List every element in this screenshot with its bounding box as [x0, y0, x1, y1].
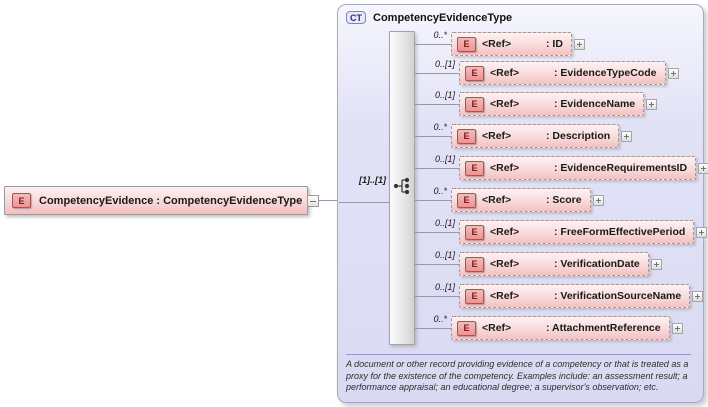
- ref-label: <Ref>: [490, 162, 520, 174]
- connector-line: [415, 328, 451, 329]
- connector-line: [415, 200, 451, 201]
- child-element-row: E <Ref> : AttachmentReference: [451, 316, 683, 340]
- plus-icon[interactable]: [650, 258, 662, 270]
- connector-line: [415, 264, 459, 265]
- element-badge-icon: E: [465, 160, 484, 176]
- cardinality-label: 0..*: [433, 314, 447, 324]
- element-box[interactable]: E <Ref> : FreeFormEffectivePeriod: [459, 220, 695, 244]
- child-element-row: E <Ref> : FreeFormEffectivePeriod: [459, 220, 708, 244]
- child-element-row: E <Ref> : VerificationDate: [459, 252, 662, 276]
- ref-label: <Ref>: [490, 67, 520, 79]
- element-badge-icon: E: [465, 256, 484, 272]
- ref-label: <Ref>: [482, 130, 512, 142]
- element-badge-icon: E: [12, 193, 31, 208]
- plus-icon[interactable]: [692, 290, 704, 302]
- element-badge-icon: E: [457, 128, 476, 144]
- child-element-row: E <Ref> : EvidenceTypeCode: [459, 61, 679, 85]
- element-badge-icon: E: [457, 36, 476, 52]
- element-badge-icon: E: [465, 288, 484, 304]
- ref-label: <Ref>: [490, 290, 520, 302]
- connector-line: [415, 232, 459, 233]
- ref-label: <Ref>: [482, 38, 512, 50]
- panel-header: CT CompetencyEvidenceType: [346, 11, 512, 24]
- element-box[interactable]: E <Ref> : ID: [451, 32, 572, 56]
- root-element-box[interactable]: E CompetencyEvidence : CompetencyEvidenc…: [4, 186, 308, 215]
- plus-icon[interactable]: [573, 38, 585, 50]
- element-box[interactable]: E <Ref> : Description: [451, 124, 620, 148]
- complex-type-panel: CT CompetencyEvidenceType [1]..[1] 0..* E…: [337, 4, 708, 403]
- child-element-row: E <Ref> : Score: [451, 188, 604, 212]
- root-element-label: CompetencyEvidence : CompetencyEvidenceT…: [39, 194, 303, 207]
- child-element-row: E <Ref> : EvidenceRequirementsID: [459, 156, 708, 180]
- plus-icon[interactable]: [621, 130, 633, 142]
- type-label: : VerificationDate: [554, 258, 640, 270]
- connector-line: [415, 136, 451, 137]
- cardinality-label: 0..[1]: [434, 154, 455, 164]
- cardinality-label: 0..[1]: [434, 250, 455, 260]
- element-box[interactable]: E <Ref> : VerificationDate: [459, 252, 649, 276]
- element-badge-icon: E: [465, 96, 484, 112]
- ref-label: <Ref>: [490, 226, 520, 238]
- type-label: : Score: [546, 194, 582, 206]
- ref-label: <Ref>: [490, 258, 520, 270]
- complex-type-badge-icon: CT: [346, 11, 366, 24]
- type-label: : EvidenceTypeCode: [554, 67, 657, 79]
- sequence-bar[interactable]: [389, 31, 415, 345]
- child-element-row: E <Ref> : EvidenceName: [459, 92, 658, 116]
- element-badge-icon: E: [457, 192, 476, 208]
- connector-line: [415, 168, 459, 169]
- type-label: : ID: [546, 38, 563, 50]
- plus-icon[interactable]: [671, 322, 683, 334]
- connector-line: [339, 202, 389, 203]
- ref-label: <Ref>: [482, 194, 512, 206]
- plus-icon[interactable]: [592, 194, 604, 206]
- connector-line: [319, 200, 337, 201]
- cardinality-label: 0..*: [433, 122, 447, 132]
- collapse-minus-icon[interactable]: [307, 195, 319, 207]
- element-box[interactable]: E <Ref> : EvidenceTypeCode: [459, 61, 666, 85]
- plus-icon[interactable]: [698, 162, 708, 174]
- cardinality-label: 0..*: [433, 186, 447, 196]
- cardinality-label: 0..[1]: [434, 282, 455, 292]
- annotation-text: A document or other record providing evi…: [346, 359, 689, 392]
- plus-icon[interactable]: [667, 67, 679, 79]
- connector-line: [415, 73, 459, 74]
- element-badge-icon: E: [465, 65, 484, 81]
- type-label: : EvidenceName: [554, 98, 636, 110]
- element-box[interactable]: E <Ref> : VerificationSourceName: [459, 284, 691, 308]
- type-label: : Description: [546, 130, 611, 142]
- plus-icon[interactable]: [646, 98, 658, 110]
- ref-label: <Ref>: [490, 98, 520, 110]
- element-box[interactable]: E <Ref> : EvidenceName: [459, 92, 645, 116]
- ref-label: <Ref>: [482, 322, 512, 334]
- cardinality-label: 0..[1]: [434, 218, 455, 228]
- type-label: : FreeFormEffectivePeriod: [554, 226, 686, 238]
- sequence-icon: [393, 177, 410, 195]
- element-box[interactable]: E <Ref> : Score: [451, 188, 591, 212]
- plus-icon[interactable]: [696, 226, 708, 238]
- child-element-row: E <Ref> : ID: [451, 32, 585, 56]
- element-box[interactable]: E <Ref> : AttachmentReference: [451, 316, 670, 340]
- element-box[interactable]: E <Ref> : EvidenceRequirementsID: [459, 156, 697, 180]
- child-element-row: E <Ref> : Description: [451, 124, 633, 148]
- element-badge-icon: E: [465, 224, 484, 240]
- type-label: : AttachmentReference: [546, 322, 661, 334]
- type-label: : EvidenceRequirementsID: [554, 162, 688, 174]
- cardinality-label: 0..*: [433, 30, 447, 40]
- compositor-cardinality-label: [1]..[1]: [359, 175, 386, 185]
- connector-line: [415, 44, 451, 45]
- element-badge-icon: E: [457, 320, 476, 336]
- child-element-row: E <Ref> : VerificationSourceName: [459, 284, 704, 308]
- connector-line: [415, 104, 459, 105]
- type-label: : VerificationSourceName: [554, 290, 682, 302]
- connector-line: [415, 296, 459, 297]
- annotation-divider: [346, 354, 691, 355]
- cardinality-label: 0..[1]: [434, 59, 455, 69]
- panel-title: CompetencyEvidenceType: [373, 11, 513, 24]
- cardinality-label: 0..[1]: [434, 90, 455, 100]
